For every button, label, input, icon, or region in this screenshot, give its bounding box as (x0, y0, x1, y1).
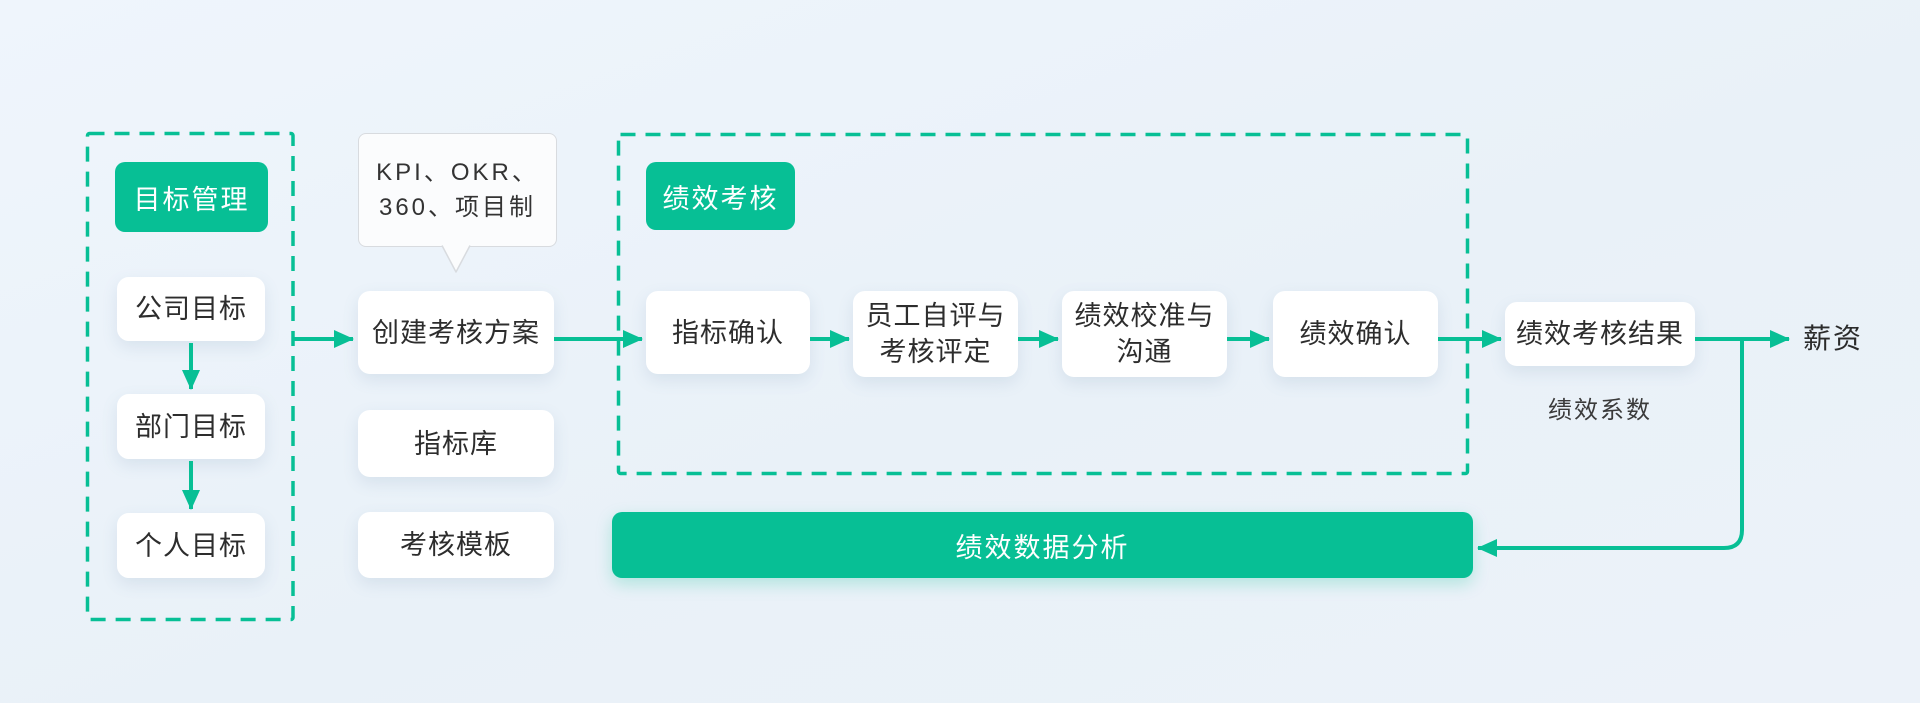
callout-line-1: KPI、OKR、 (376, 159, 539, 186)
node-self-review: 员工自评与考核评定 (853, 291, 1018, 377)
node-department-goal: 部门目标 (117, 394, 265, 459)
node-performance-confirm: 绩效确认 (1273, 291, 1438, 377)
salary-label: 薪资 (1803, 323, 1864, 354)
node-calibration: 绩效校准与沟通 (1062, 291, 1227, 377)
callout-line-2: 360、项目制 (378, 194, 537, 221)
node-indicator-library: 指标库 (358, 410, 554, 477)
node-create-plan: 创建考核方案 (358, 291, 554, 374)
goal-module-badge: 目标管理 (115, 162, 268, 232)
result-coefficient-note: 绩效系数 (1548, 397, 1652, 424)
node-assessment-result: 绩效考核结果 (1505, 302, 1695, 366)
assessment-module-badge: 绩效考核 (646, 162, 795, 230)
node-indicator-confirm: 指标确认 (646, 291, 810, 374)
methods-callout: KPI、OKR、 360、项目制 (358, 133, 557, 247)
node-assessment-template: 考核模板 (358, 512, 554, 578)
node-personal-goal: 个人目标 (117, 513, 265, 578)
arrow-result-to-analysis (1477, 339, 1744, 557)
callout-tail (441, 245, 471, 273)
node-company-goal: 公司目标 (117, 277, 265, 341)
analysis-bar: 绩效数据分析 (612, 512, 1473, 578)
